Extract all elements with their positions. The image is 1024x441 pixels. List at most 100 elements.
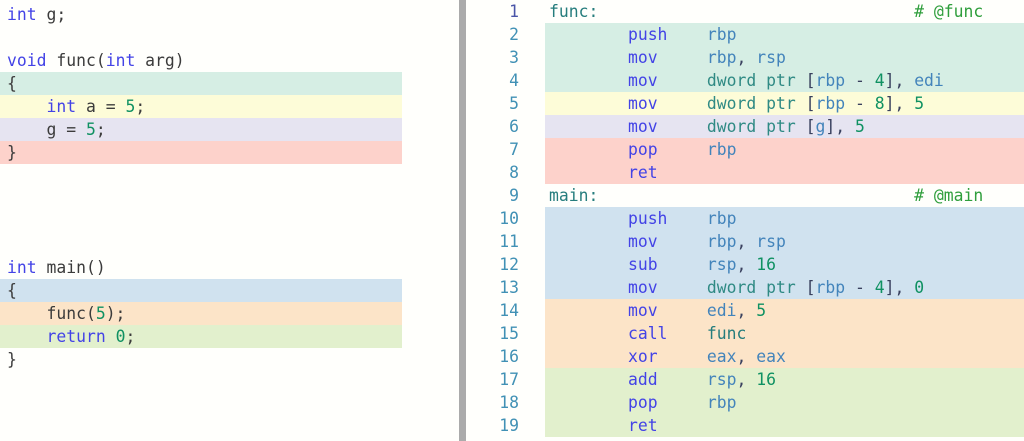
source-line[interactable] xyxy=(0,210,455,233)
code-token xyxy=(658,232,707,251)
code-token: func( xyxy=(7,304,96,323)
code-token: rbp xyxy=(815,278,846,297)
source-code-text: g = 5; xyxy=(0,118,455,141)
asm-line[interactable]: 3 mov rbp, rsp xyxy=(466,46,1024,69)
line-number[interactable]: 18 xyxy=(499,393,519,412)
source-line[interactable]: func(5); xyxy=(0,302,455,325)
asm-line[interactable]: 14 mov edi, 5 xyxy=(466,299,1024,322)
source-line[interactable]: { xyxy=(0,72,455,95)
source-line[interactable]: } xyxy=(0,141,455,164)
code-token: call xyxy=(627,324,668,343)
gutter-gap xyxy=(519,414,545,437)
code-token xyxy=(658,347,707,366)
asm-line[interactable]: 7 pop rbp xyxy=(466,138,1024,161)
source-line[interactable]: int g; xyxy=(0,3,455,26)
asm-line[interactable]: 17 add rsp, 16 xyxy=(466,368,1024,391)
code-token xyxy=(7,327,46,346)
code-token: 5 xyxy=(914,94,925,113)
line-number[interactable]: 8 xyxy=(509,163,519,182)
code-token: func( xyxy=(46,51,106,70)
code-token: return xyxy=(46,327,106,346)
code-token: rbp xyxy=(706,209,737,228)
source-line[interactable] xyxy=(0,164,455,187)
line-number[interactable]: 17 xyxy=(499,370,519,389)
asm-line[interactable]: 2 push rbp xyxy=(466,23,1024,46)
pane-splitter[interactable] xyxy=(459,0,466,441)
source-line[interactable]: int a = 5; xyxy=(0,95,455,118)
line-number[interactable]: 1 xyxy=(509,2,519,21)
asm-code-text: xor eax, eax xyxy=(545,345,1024,368)
code-token xyxy=(658,301,707,320)
source-code-text: { xyxy=(0,279,455,302)
line-number[interactable]: 15 xyxy=(499,324,519,343)
source-line[interactable]: void func(int arg) xyxy=(0,49,455,72)
code-token: 4 xyxy=(874,278,885,297)
code-token xyxy=(658,393,707,412)
source-line[interactable]: } xyxy=(0,348,455,371)
source-code-text: func(5); xyxy=(0,302,455,325)
line-number[interactable]: 13 xyxy=(499,278,519,297)
code-token xyxy=(549,324,628,343)
code-token: , xyxy=(736,255,747,274)
source-line[interactable]: int main() xyxy=(0,256,455,279)
line-number[interactable]: 11 xyxy=(499,232,519,251)
source-line[interactable]: { xyxy=(0,279,455,302)
asm-code-text: push rbp xyxy=(545,207,1024,230)
line-number[interactable]: 4 xyxy=(509,71,519,90)
code-token xyxy=(549,232,628,251)
line-number[interactable]: 19 xyxy=(499,416,519,435)
code-token: int xyxy=(7,258,37,277)
source-line[interactable]: g = 5; xyxy=(0,118,455,141)
code-token xyxy=(549,209,628,228)
code-token xyxy=(658,255,707,274)
line-number[interactable]: 9 xyxy=(509,186,519,205)
line-number[interactable]: 7 xyxy=(509,140,519,159)
code-token: a = xyxy=(76,97,126,116)
asm-line[interactable]: 8 ret xyxy=(466,161,1024,184)
asm-line[interactable]: 12 sub rsp, 16 xyxy=(466,253,1024,276)
gutter-gap xyxy=(519,92,545,115)
asm-line[interactable]: 16 xor eax, eax xyxy=(466,345,1024,368)
asm-line[interactable]: 19 ret xyxy=(466,414,1024,437)
code-token xyxy=(658,117,707,136)
asm-line[interactable]: 11 mov rbp, rsp xyxy=(466,230,1024,253)
line-number[interactable]: 12 xyxy=(499,255,519,274)
line-number[interactable]: 5 xyxy=(509,94,519,113)
source-code-text xyxy=(0,233,455,256)
asm-line[interactable]: 4 mov dword ptr [rbp - 4], edi xyxy=(466,69,1024,92)
line-number[interactable]: 10 xyxy=(499,209,519,228)
code-token: main() xyxy=(36,258,106,277)
source-line[interactable] xyxy=(0,26,455,49)
asm-line[interactable]: 5 mov dword ptr [rbp - 8], 5 xyxy=(466,92,1024,115)
code-token: - xyxy=(845,71,875,90)
code-token: ] xyxy=(884,94,895,113)
code-token: [ xyxy=(805,71,816,90)
gutter-gap xyxy=(519,138,545,161)
code-token: [ xyxy=(805,94,816,113)
code-token xyxy=(549,255,628,274)
code-token xyxy=(549,370,628,389)
source-line[interactable] xyxy=(0,233,455,256)
line-number[interactable]: 14 xyxy=(499,301,519,320)
source-editor[interactable]: int g;void func(int arg){ int a = 5; g =… xyxy=(0,3,455,371)
line-number[interactable]: 3 xyxy=(509,48,519,67)
code-token: rbp xyxy=(706,140,737,159)
asm-line[interactable]: 13 mov dword ptr [rbp - 4], 0 xyxy=(466,276,1024,299)
asm-line[interactable]: 6 mov dword ptr [g], 5 xyxy=(466,115,1024,138)
code-token: push xyxy=(627,209,668,228)
gutter-gap xyxy=(519,299,545,322)
code-token: 4 xyxy=(874,71,885,90)
asm-line[interactable]: 10 push rbp xyxy=(466,207,1024,230)
code-token: } xyxy=(7,350,17,369)
line-number[interactable]: 6 xyxy=(509,117,519,136)
asm-line[interactable]: 18 pop rbp xyxy=(466,391,1024,414)
asm-line[interactable]: 15 call func xyxy=(466,322,1024,345)
line-number[interactable]: 2 xyxy=(509,25,519,44)
source-line[interactable]: return 0; xyxy=(0,325,455,348)
line-number[interactable]: 16 xyxy=(499,347,519,366)
source-line[interactable] xyxy=(0,187,455,210)
source-code-text: int a = 5; xyxy=(0,95,455,118)
